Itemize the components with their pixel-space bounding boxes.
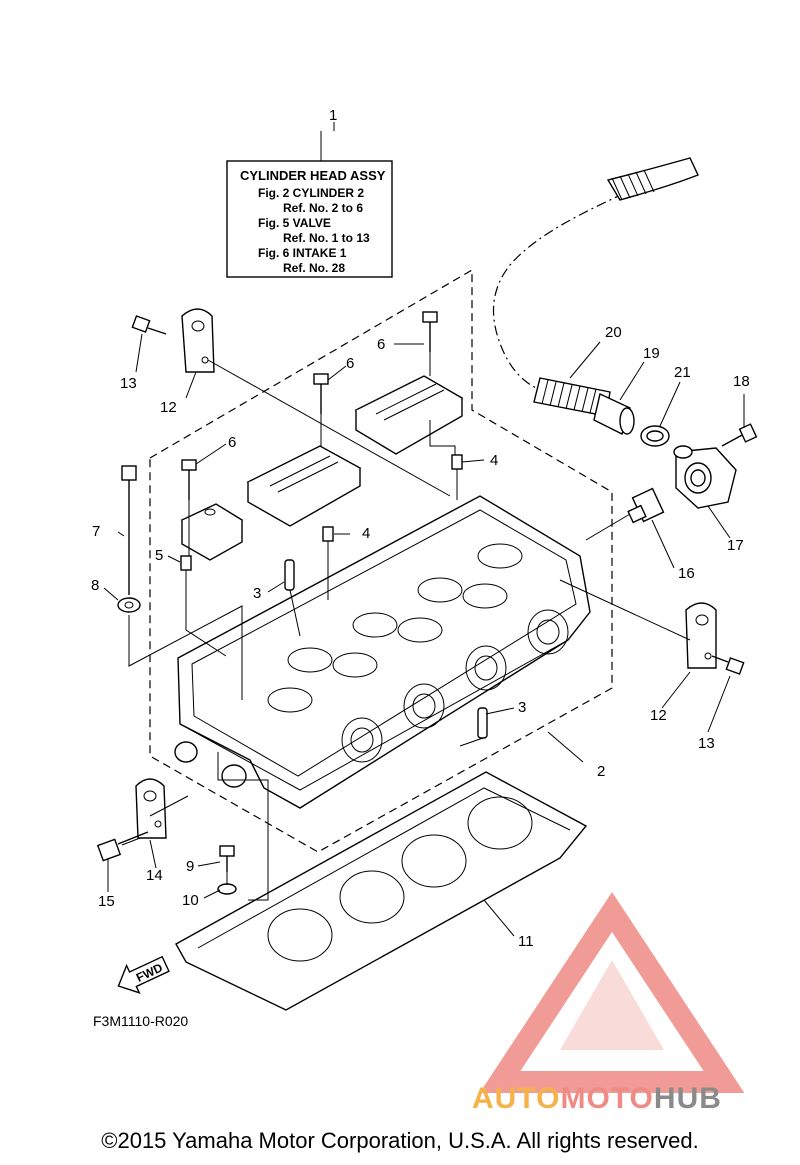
info-box-line: Fig. 5 VALVE bbox=[258, 216, 331, 230]
hose-routing-line bbox=[492, 184, 643, 393]
callout-13: 13 bbox=[120, 375, 137, 392]
callout-11: 11 bbox=[518, 933, 534, 950]
hose-20 bbox=[533, 157, 699, 417]
callout-leaders bbox=[103, 122, 745, 937]
pin-3 bbox=[477, 707, 488, 739]
callout-8: 8 bbox=[91, 577, 99, 594]
callout-2: 2 bbox=[597, 763, 605, 780]
housing-17 bbox=[673, 445, 737, 509]
sensor-16 bbox=[627, 487, 665, 524]
washer-10 bbox=[217, 883, 237, 895]
dowel-4 bbox=[451, 454, 463, 470]
callout-17: 17 bbox=[727, 537, 744, 554]
callout-6: 6 bbox=[346, 355, 354, 372]
bracket-14 bbox=[135, 778, 167, 839]
callout-6: 6 bbox=[228, 434, 236, 451]
assembly-boundary bbox=[149, 268, 613, 853]
bolt-13 bbox=[131, 315, 167, 335]
fwd-label: FWD bbox=[134, 960, 165, 984]
callout-10: 10 bbox=[182, 892, 199, 909]
info-box-line: Ref. No. 1 to 13 bbox=[283, 231, 370, 245]
watermark-auto: AUTO bbox=[472, 1082, 561, 1115]
callout-12: 12 bbox=[650, 707, 667, 724]
callout-13: 13 bbox=[698, 735, 715, 752]
cam-cap-center bbox=[246, 445, 362, 527]
watermark-logo-icon bbox=[479, 892, 745, 1093]
callout-12: 12 bbox=[160, 399, 177, 416]
figure-code: F3M1110-R020 bbox=[93, 1013, 188, 1029]
info-box-line: Ref. No. 2 to 6 bbox=[283, 201, 363, 215]
bolt-6 bbox=[313, 373, 329, 414]
pipe-19 bbox=[593, 392, 635, 435]
dowel-5 bbox=[180, 555, 192, 571]
copyright-notice: ©2015 Yamaha Motor Corporation, U.S.A. A… bbox=[101, 1128, 699, 1153]
bolt-6 bbox=[181, 459, 197, 500]
cam-cap-rear bbox=[354, 375, 464, 455]
clamp-21 bbox=[640, 425, 670, 447]
callout-4: 4 bbox=[490, 452, 498, 469]
callout-19: 19 bbox=[643, 345, 660, 362]
bracket-12 bbox=[685, 602, 717, 669]
cam-cap-front bbox=[180, 503, 244, 561]
callout-18: 18 bbox=[733, 373, 750, 390]
callout-9: 9 bbox=[186, 858, 194, 875]
watermark-text: AUTOMOTOHUB bbox=[472, 1082, 722, 1116]
bolt-15 bbox=[96, 831, 149, 862]
dowel-4 bbox=[322, 526, 334, 542]
head-gasket-11 bbox=[175, 771, 588, 1011]
callout-5: 5 bbox=[155, 547, 163, 564]
callout-20: 20 bbox=[605, 324, 622, 341]
cylinder-head-2 bbox=[174, 495, 591, 809]
washer-8 bbox=[117, 597, 141, 613]
pin-3 bbox=[284, 559, 295, 591]
info-box-line: Fig. 2 CYLINDER 2 bbox=[258, 186, 364, 200]
callout-4: 4 bbox=[362, 525, 370, 542]
callout-3: 3 bbox=[518, 699, 526, 716]
callout-1: 1 bbox=[329, 107, 337, 124]
callout-15: 15 bbox=[98, 893, 115, 910]
callout-6: 6 bbox=[377, 336, 385, 353]
info-box: CYLINDER HEAD ASSY Fig. 2 CYLINDER 2 Ref… bbox=[226, 131, 393, 278]
info-box-title: CYLINDER HEAD ASSY bbox=[240, 168, 386, 183]
fwd-arrow-icon: FWD bbox=[117, 955, 170, 994]
bolt-6 bbox=[422, 311, 438, 352]
leader-lines bbox=[121, 352, 691, 901]
callout-21: 21 bbox=[674, 364, 691, 381]
callout-7: 7 bbox=[92, 523, 100, 540]
callout-16: 16 bbox=[678, 565, 695, 582]
bolt-13 bbox=[711, 655, 745, 675]
bolt-7 bbox=[121, 465, 137, 595]
bolt-9 bbox=[219, 845, 235, 872]
callout-3: 3 bbox=[253, 585, 261, 602]
info-box-line: Ref. No. 28 bbox=[283, 261, 345, 275]
info-box-line: Fig. 6 INTAKE 1 bbox=[258, 246, 347, 260]
watermark-hub: HUB bbox=[653, 1082, 722, 1115]
watermark-moto: MOTO bbox=[560, 1082, 654, 1115]
callout-14: 14 bbox=[146, 867, 163, 884]
bolt-18 bbox=[721, 423, 758, 447]
bracket-12 bbox=[181, 308, 215, 373]
